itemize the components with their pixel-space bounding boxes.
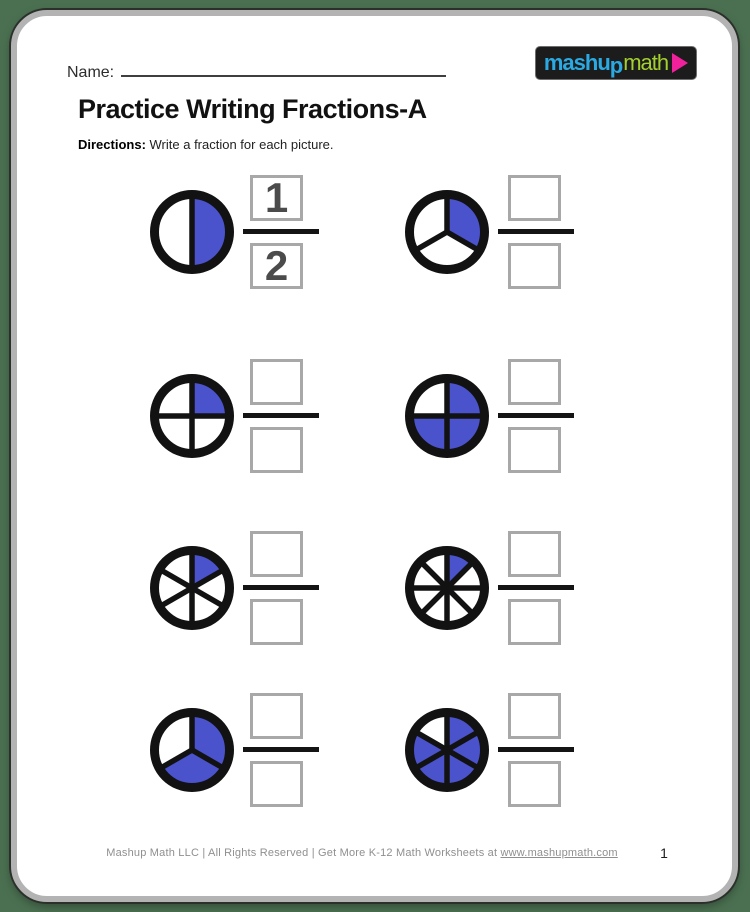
fraction-bar [498,413,574,418]
division-line [418,559,449,590]
fraction-problem [144,530,354,646]
numerator-box[interactable] [250,693,303,739]
fraction-bar [498,585,574,590]
filled-sector [447,377,486,416]
numerator-box[interactable] [508,693,561,739]
division-line [190,585,227,610]
numerator-box[interactable]: 1 [250,175,303,221]
circle-ring [405,708,489,792]
denominator-box[interactable] [508,599,561,645]
division-line [445,229,482,254]
directions-label: Directions: [78,137,146,152]
fraction-problem [144,692,354,808]
circle-ring [405,190,489,274]
division-line [445,747,482,772]
footer: Mashup Math LLC | All Rights Reserved | … [0,847,724,859]
footer-website-link[interactable]: www.mashupmath.com [500,847,618,859]
denominator-box[interactable] [508,761,561,807]
circle-ring [405,374,489,458]
fraction-bar [243,229,319,234]
division-line [190,747,227,772]
fraction-circle [150,546,234,630]
denominator-box[interactable] [250,427,303,473]
division-line [157,566,194,591]
denominator-box[interactable] [508,243,561,289]
play-triangle-icon [672,53,689,73]
fraction-bar [498,747,574,752]
division-line [412,229,449,254]
circle-ring [405,546,489,630]
fraction-bar [243,413,319,418]
division-line [418,586,449,617]
numerator-box[interactable] [250,531,303,577]
denominator-box[interactable] [250,599,303,645]
filled-sector [447,730,486,770]
numerator-box[interactable] [508,175,561,221]
numerator-box[interactable] [250,359,303,405]
name-row: Name: [67,62,447,82]
logo-text-mashu: mashu [543,50,611,75]
division-line [157,585,194,610]
filled-sector [408,730,447,770]
denominator-box[interactable] [250,761,303,807]
denominator-box[interactable] [508,427,561,473]
circle-ring [150,374,234,458]
logo-text-math: math [623,50,669,75]
division-line [190,566,227,591]
directions: Directions: Write a fraction for each pi… [78,137,334,152]
division-line [412,728,449,753]
fraction-bar [243,585,319,590]
worksheet-card [11,10,738,902]
fraction-circle [405,190,489,274]
footer-text: Mashup Math LLC | All Rights Reserved | … [106,847,501,859]
division-line [412,747,449,772]
fraction-circle [150,374,234,458]
fraction-problem [399,530,609,646]
logo-text-p: p [609,53,624,78]
fraction-circle [150,190,234,274]
fraction-circle [405,374,489,458]
numerator-box[interactable] [508,359,561,405]
fraction-circle [405,708,489,792]
division-line [445,586,476,617]
denominator-box[interactable]: 2 [250,243,303,289]
fraction-circle [150,708,234,792]
fraction-problem [399,174,609,290]
numerator-box[interactable] [508,531,561,577]
fraction-problem [399,358,609,474]
fraction-problem [144,358,354,474]
circle-ring [150,708,234,792]
name-label: Name: [67,64,115,81]
fraction-problem [399,692,609,808]
filled-sector [408,416,447,455]
fraction-circle [405,546,489,630]
division-line [157,747,194,772]
fraction-bar [498,229,574,234]
page-number: 1 [660,845,668,861]
filled-sector [192,377,231,416]
fraction-bar [243,747,319,752]
name-blank-line[interactable] [121,62,447,77]
directions-text: Write a fraction for each picture. [145,137,334,152]
division-line [445,559,476,590]
worksheet-title: Practice Writing Fractions-A [78,94,427,124]
filled-sector [447,416,486,455]
circle-ring [150,546,234,630]
division-line [445,728,482,753]
circle-ring [150,190,234,274]
